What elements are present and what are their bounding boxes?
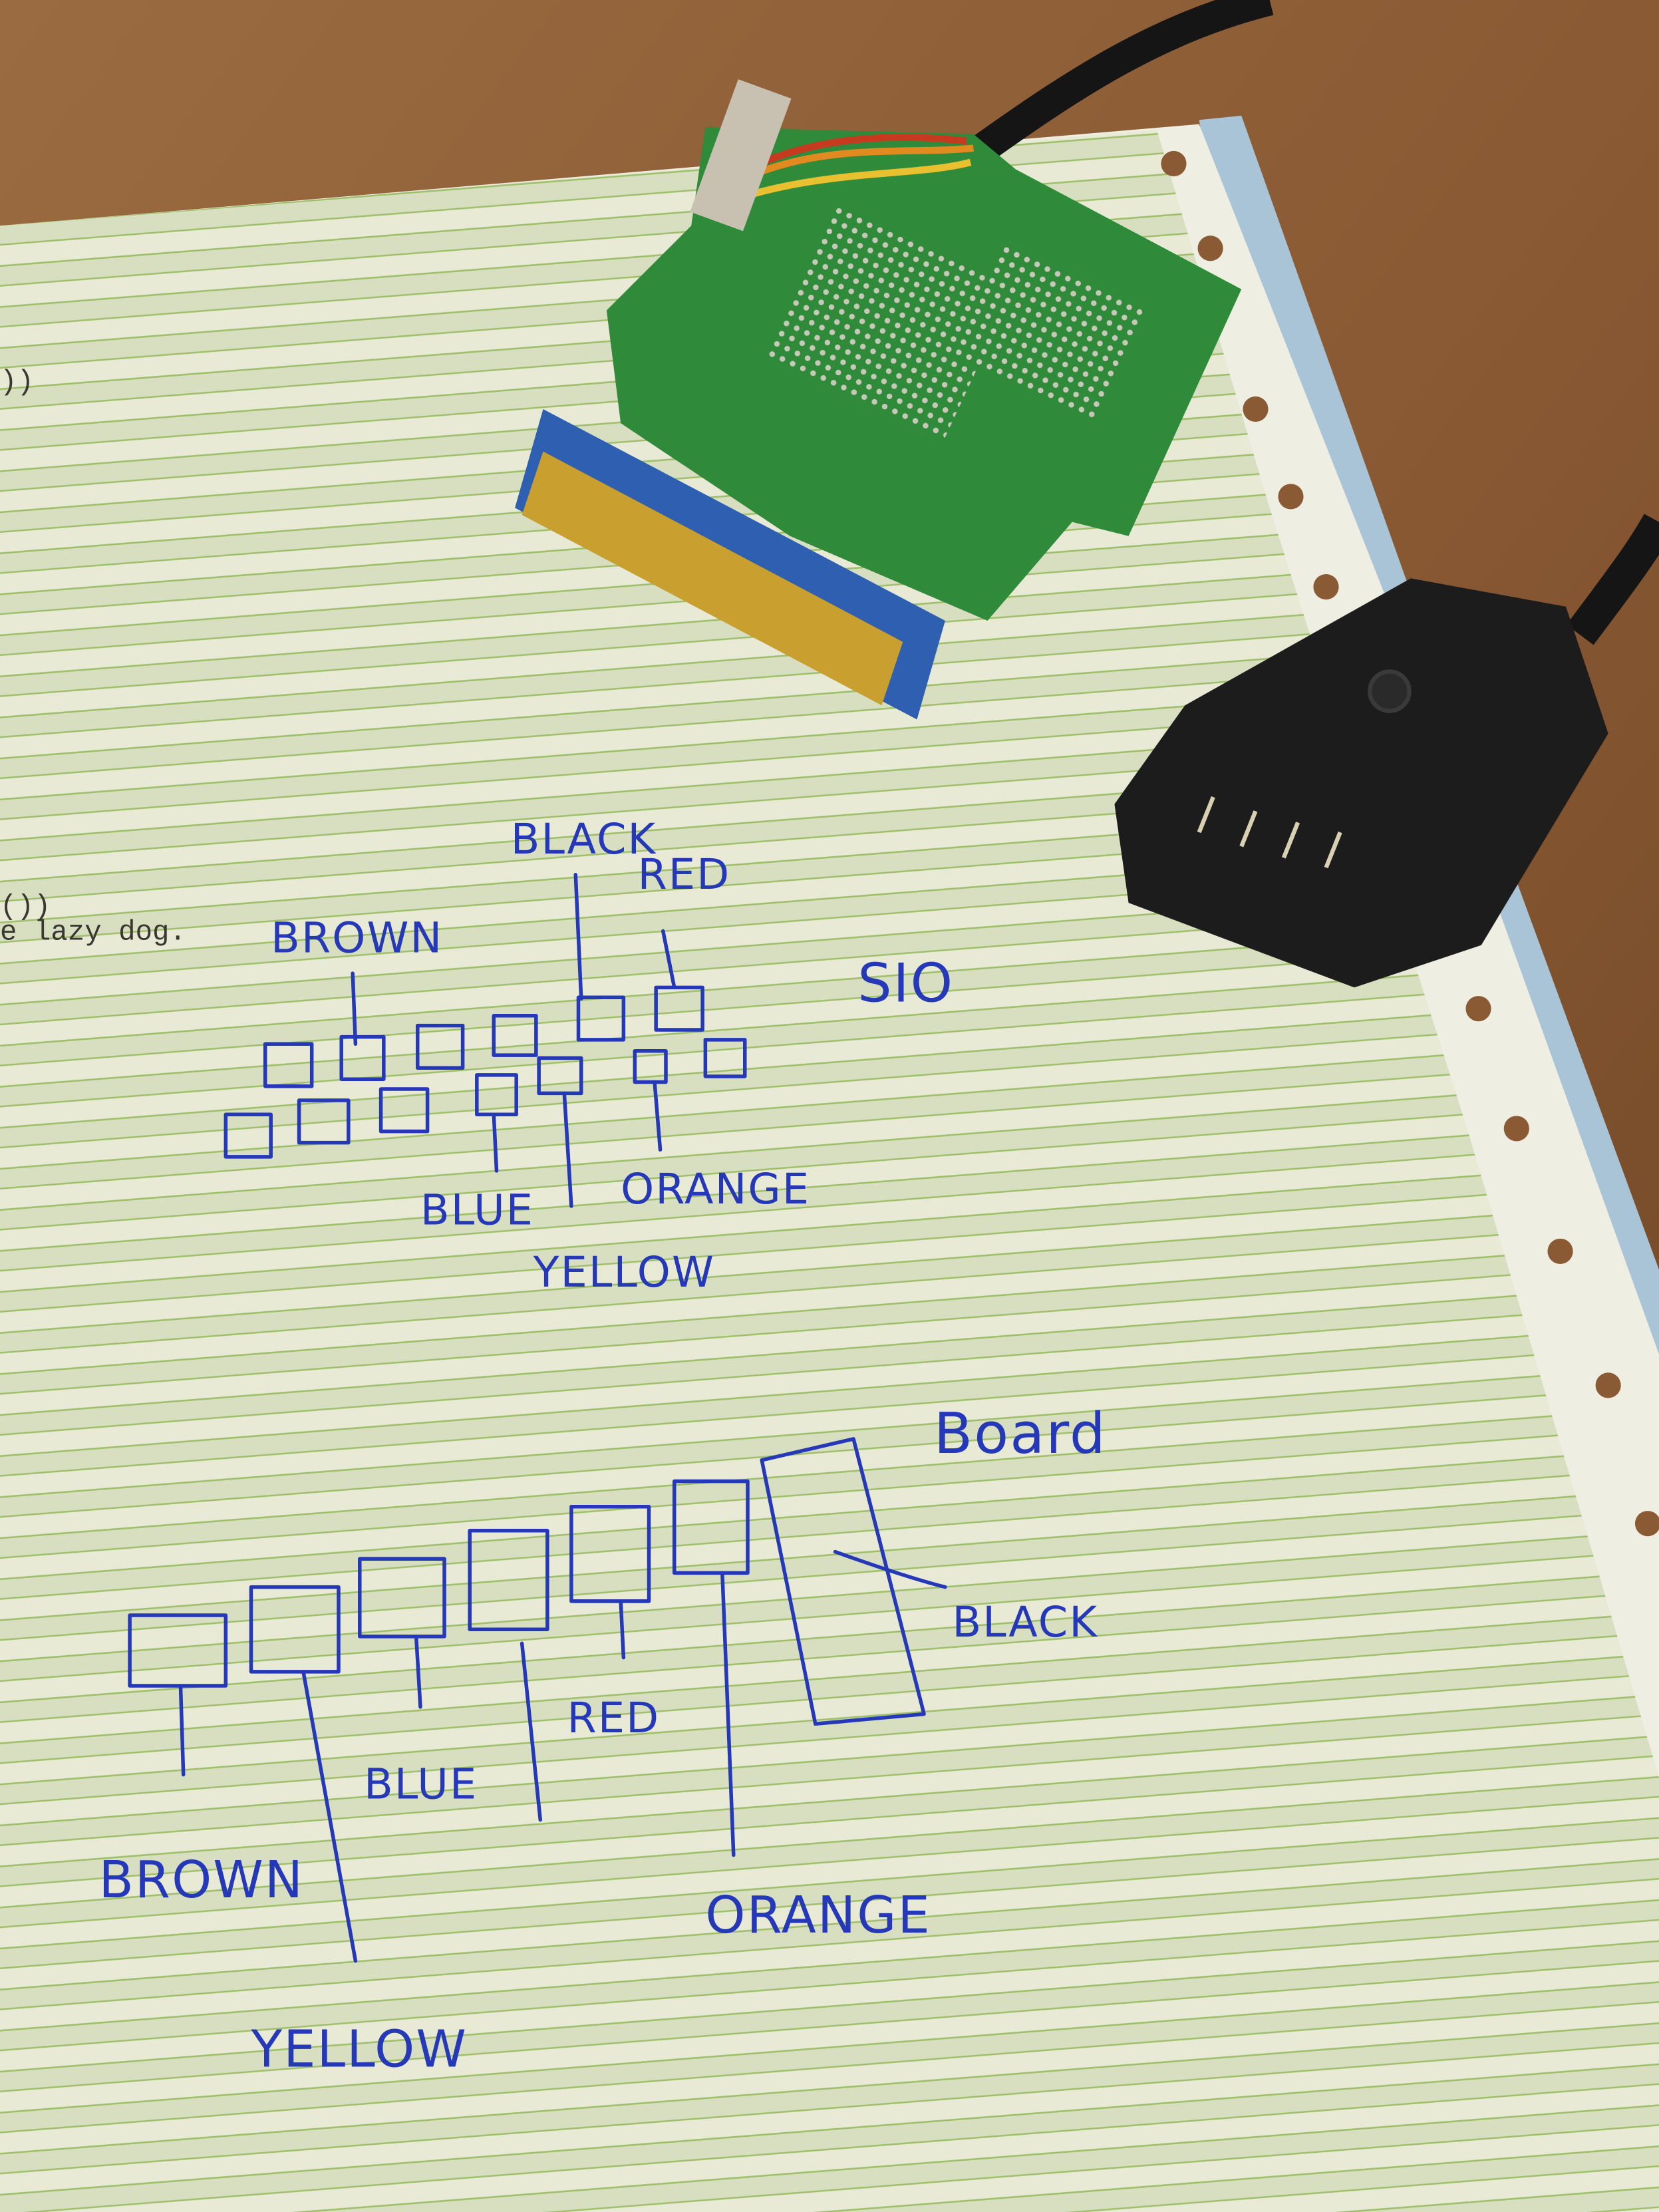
pcb-holes-2 <box>953 241 1149 422</box>
tractor-feed-holes <box>1161 150 1659 1537</box>
board-pin-boxes <box>128 1437 947 1963</box>
board-label-brown: BROWN <box>98 1851 304 1910</box>
printed-text-3: e lazy dog. <box>0 916 186 948</box>
sio-label-black: BLACK <box>511 815 657 864</box>
sio-label-red: RED <box>638 850 731 899</box>
sio-label-orange: ORANGE <box>621 1165 810 1214</box>
sio-pinout-diagram: BLACK RED BROWN SIO BLUE ORANGE YELLOW <box>224 815 954 1297</box>
pcb-header <box>690 79 792 232</box>
board-label-orange: ORANGE <box>705 1886 931 1945</box>
sio-pin-boxes <box>224 872 747 1208</box>
pcb-holes <box>763 206 1014 443</box>
connector-pins <box>522 451 903 706</box>
sio-title: SIO <box>857 953 954 1015</box>
board-label-black: BLACK <box>953 1598 1099 1647</box>
board-label-yellow: YELLOW <box>250 2020 467 2080</box>
sio-label-yellow: YELLOW <box>533 1248 715 1297</box>
sio-label-brown: BROWN <box>271 913 443 963</box>
wires <box>732 134 974 201</box>
plug-pins <box>1197 796 1342 869</box>
board-label-red: RED <box>567 1694 661 1743</box>
cable <box>964 0 1274 168</box>
board-label-blue: BLUE <box>364 1760 478 1810</box>
plug-screw <box>1368 669 1412 713</box>
board-title: Board <box>934 1401 1107 1467</box>
board-pinout-diagram: Board BLACK RED BLUE BROWN ORANGE YELLOW <box>98 1401 1107 2080</box>
sio-label-blue: BLUE <box>420 1186 534 1235</box>
printed-text-2: ()) <box>0 891 51 923</box>
lined-paper <box>0 130 1659 2212</box>
printed-text-1: )) <box>0 366 34 398</box>
sio-plug <box>1114 578 1608 988</box>
plug-cable <box>1566 514 1659 645</box>
